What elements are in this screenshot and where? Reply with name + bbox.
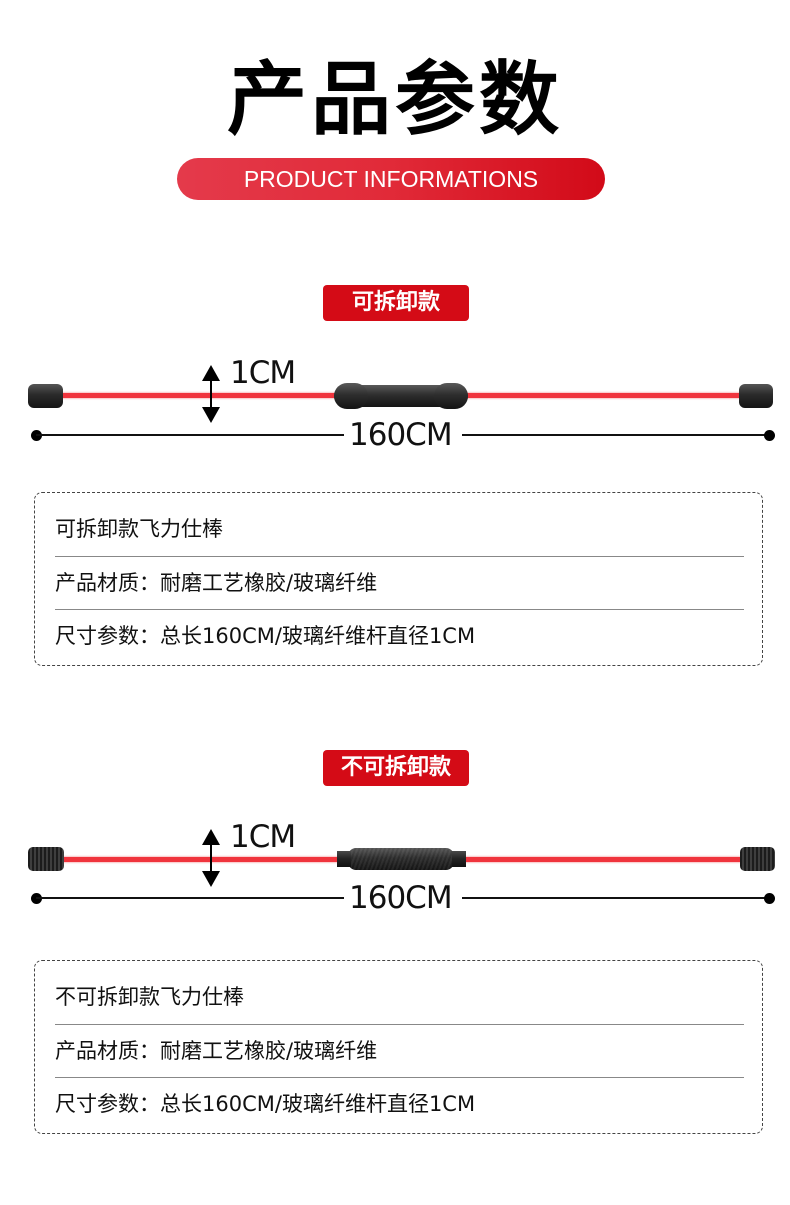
diameter-label: 1CM [230, 819, 296, 855]
dimension-line-left [36, 897, 344, 899]
end-cap-left [28, 384, 63, 408]
page-title: 产品参数 [227, 53, 563, 146]
dimension-line-left [36, 434, 344, 436]
spec-dimensions: 尺寸参数：总长160CM/玻璃纤维杆直径1CM [55, 1077, 744, 1129]
spec-material: 产品材质：耐磨工艺橡胶/玻璃纤维 [55, 1024, 744, 1076]
diameter-arrow-icon [202, 829, 220, 887]
diameter-label: 1CM [230, 355, 296, 391]
center-grip [334, 383, 468, 409]
end-cap-left [28, 847, 64, 871]
grip-bulb-left [334, 383, 368, 409]
length-label: 160CM [349, 880, 453, 916]
spec-product-name: 可拆卸款飞力仕棒 [55, 517, 223, 541]
end-cap-right [740, 847, 775, 871]
subtitle-banner: PRODUCT INFORMATIONS [177, 158, 605, 200]
product-diagram-non-detachable: 1CM 160CM [0, 819, 790, 919]
grip-collar-right [452, 851, 466, 867]
variant-tag-non-detachable: 不可拆卸款 [323, 750, 469, 786]
product-diagram-detachable: 1CM 160CM [0, 355, 790, 455]
center-grip [348, 848, 454, 870]
spec-table-detachable: 可拆卸款飞力仕棒 产品材质：耐磨工艺橡胶/玻璃纤维 尺寸参数：总长160CM/玻… [34, 492, 763, 666]
dimension-line-right [462, 434, 770, 436]
dimension-dot-right [764, 893, 775, 904]
variant-tag-detachable: 可拆卸款 [323, 285, 469, 321]
length-label: 160CM [349, 417, 453, 453]
spec-material: 产品材质：耐磨工艺橡胶/玻璃纤维 [55, 556, 744, 608]
dimension-line-right [462, 897, 770, 899]
end-cap-right [739, 384, 773, 408]
grip-bulb-right [434, 383, 468, 409]
dimension-dot-right [764, 430, 775, 441]
spec-dimensions: 尺寸参数：总长160CM/玻璃纤维杆直径1CM [55, 609, 744, 661]
grip-collar-left [337, 851, 351, 867]
spec-product-name: 不可拆卸款飞力仕棒 [55, 985, 244, 1009]
spec-table-non-detachable: 不可拆卸款飞力仕棒 产品材质：耐磨工艺橡胶/玻璃纤维 尺寸参数：总长160CM/… [34, 960, 763, 1134]
diameter-arrow-icon [202, 365, 220, 423]
